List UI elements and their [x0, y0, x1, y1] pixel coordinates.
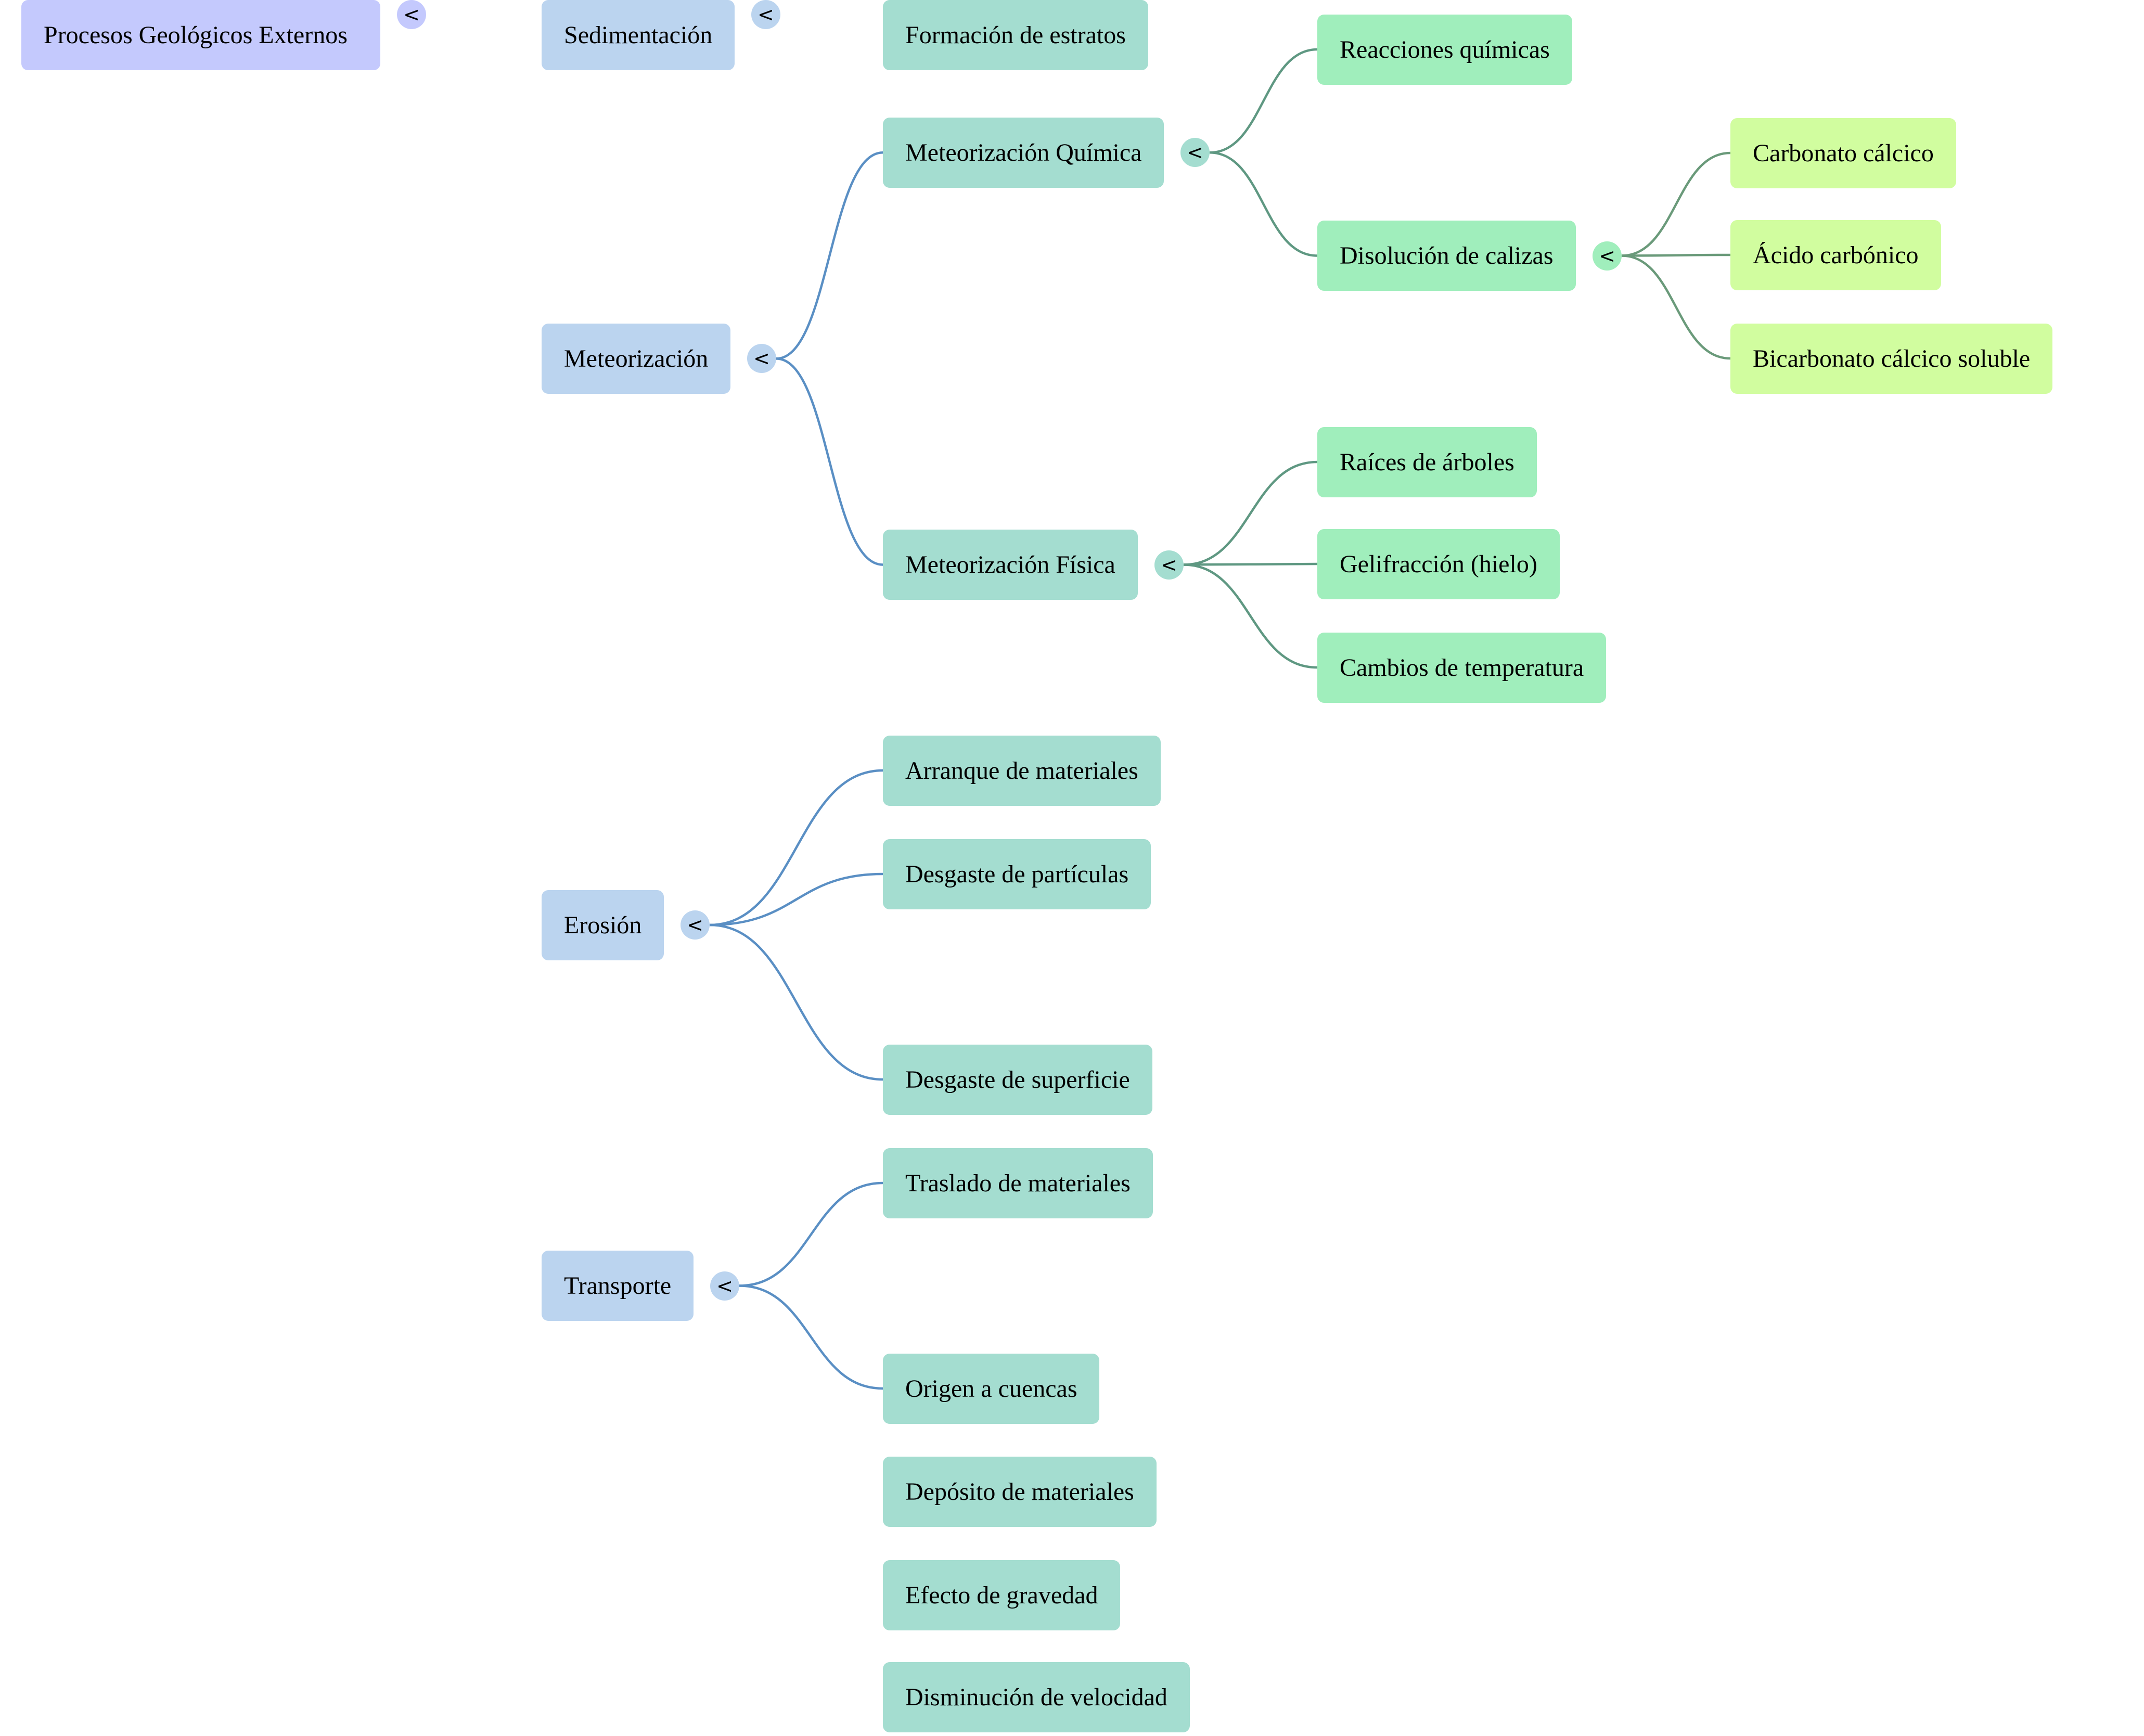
node-disminucion-de-velocidad[interactable]: Disminución de velocidad [883, 1662, 1190, 1732]
node-desgaste-de-particulas[interactable]: Desgaste de partículas [883, 839, 1151, 909]
edge-disolucion-de-calizas-to-bicarbonato-calcico-soluble [1621, 254, 1731, 360]
edge-transporte-to-traslado-de-materiales [739, 1181, 883, 1287]
collapse-toggle-disolucion-de-calizas[interactable]: < [1593, 241, 1622, 271]
edge-meteorizacion-fisica-to-gelifraccion-hielo [1183, 562, 1318, 566]
edge-meteorizacion-to-meteorizacion-fisica [776, 357, 883, 566]
node-traslado-de-materiales[interactable]: Traslado de materiales [883, 1148, 1153, 1218]
node-desgaste-de-superficie[interactable]: Desgaste de superficie [883, 1044, 1152, 1115]
edge-erosion-to-desgaste-de-superficie [709, 923, 883, 1081]
node-sedimentacion[interactable]: Sedimentación [542, 0, 735, 70]
node-acido-carbonico[interactable]: Ácido carbónico [1730, 220, 1941, 290]
node-cambios-de-temperatura[interactable]: Cambios de temperatura [1317, 632, 1606, 703]
edge-meteorizacion-fisica-to-cambios-de-temperatura [1183, 563, 1318, 669]
edge-disolucion-de-calizas-to-acido-carbonico [1621, 253, 1731, 257]
node-raices-de-arboles[interactable]: Raíces de árboles [1317, 427, 1537, 497]
collapse-toggle-meteorizacion-fisica[interactable]: < [1154, 550, 1184, 580]
node-formacion-de-estratos[interactable]: Formación de estratos [883, 0, 1148, 70]
collapse-toggle-meteorizacion[interactable]: < [747, 344, 776, 374]
edge-meteorizacion-to-meteorizacion-quimica [776, 151, 883, 360]
edges-layer [709, 48, 1731, 1390]
node-procesos-geologicos-externos[interactable]: Procesos Geológicos Externos [21, 0, 380, 70]
node-carbonato-calcico[interactable]: Carbonato cálcico [1730, 118, 1956, 188]
edge-meteorizacion-fisica-to-raices-de-arboles [1183, 460, 1318, 566]
node-origen-a-cuencas[interactable]: Origen a cuencas [883, 1353, 1099, 1424]
edge-meteorizacion-quimica-to-disolucion-de-calizas [1209, 151, 1318, 257]
node-transporte[interactable]: Transporte [542, 1251, 694, 1321]
edge-transporte-to-origen-a-cuencas [739, 1284, 883, 1390]
collapse-toggle-erosion[interactable]: < [681, 910, 710, 940]
node-gelifraccion-hielo[interactable]: Gelifracción (hielo) [1317, 529, 1560, 599]
node-deposito-de-materiales[interactable]: Depósito de materiales [883, 1456, 1157, 1527]
collapse-toggle-meteorizacion-quimica[interactable]: < [1180, 138, 1210, 168]
node-efecto-de-gravedad[interactable]: Efecto de gravedad [883, 1560, 1120, 1630]
node-bicarbonato-calcico-soluble[interactable]: Bicarbonato cálcico soluble [1730, 323, 2052, 394]
collapse-toggle-procesos-geologicos-externos[interactable]: < [397, 0, 426, 29]
edge-disolucion-de-calizas-to-carbonato-calcico [1621, 151, 1731, 257]
collapse-toggle-transporte[interactable]: < [710, 1271, 739, 1301]
edge-erosion-to-desgaste-de-particulas [709, 872, 883, 927]
node-meteorizacion-quimica[interactable]: Meteorización Química [883, 117, 1164, 188]
node-disolucion-de-calizas[interactable]: Disolución de calizas [1317, 221, 1576, 291]
edge-meteorizacion-quimica-to-reacciones-quimicas [1209, 48, 1318, 154]
node-reacciones-quimicas[interactable]: Reacciones químicas [1317, 14, 1572, 85]
node-erosion[interactable]: Erosión [542, 890, 664, 960]
edge-erosion-to-arranque-de-materiales [709, 769, 883, 927]
node-meteorizacion[interactable]: Meteorización [542, 323, 730, 394]
node-arranque-de-materiales[interactable]: Arranque de materiales [883, 735, 1161, 806]
node-meteorizacion-fisica[interactable]: Meteorización Física [883, 530, 1138, 600]
collapse-toggle-sedimentacion[interactable]: < [751, 0, 780, 29]
